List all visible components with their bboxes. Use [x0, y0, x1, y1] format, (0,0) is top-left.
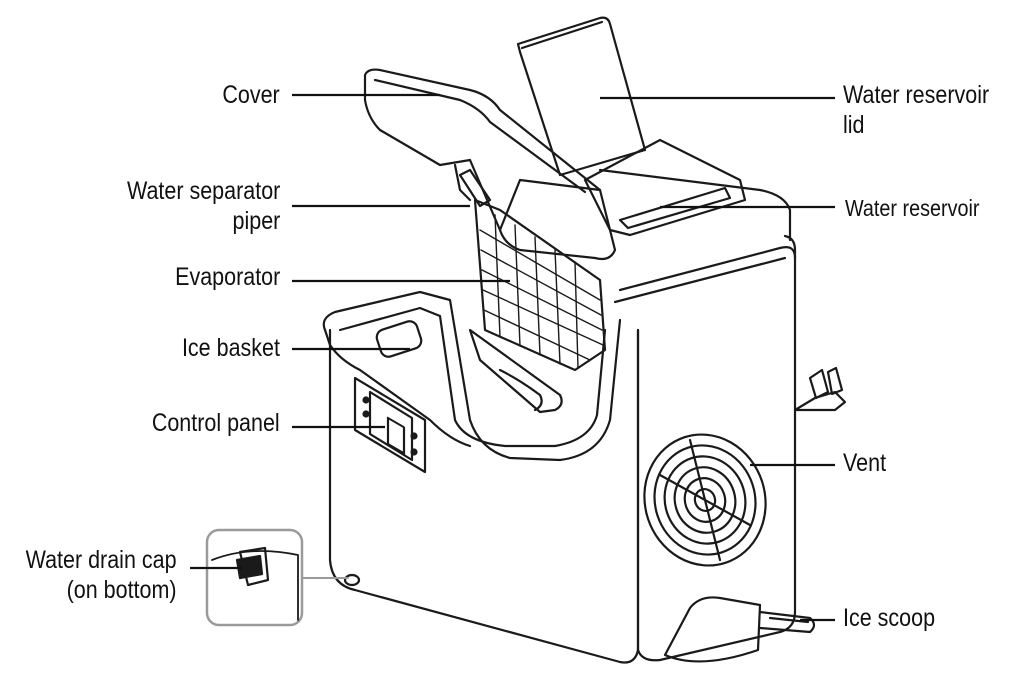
evaporator-frame: [473, 198, 607, 372]
power-plug: [793, 390, 847, 412]
label-vent: Vent: [843, 449, 887, 477]
reservoir-lid-shape: [516, 16, 647, 177]
drain-inset-frame: [205, 528, 304, 627]
body-side: [636, 234, 797, 662]
basket-rim: [322, 290, 622, 462]
reservoir-opening: [583, 138, 747, 237]
label-control-panel: Control panel: [152, 409, 280, 437]
vent-grille: [643, 433, 767, 567]
top-deck: [618, 246, 797, 292]
water-separator-pipe: [458, 168, 492, 208]
label-ice-basket: Ice basket: [182, 334, 280, 362]
label-evaporator: Evaporator: [174, 263, 280, 291]
label-water-reservoir: Water reservoir: [845, 195, 980, 221]
cover-shape: [363, 68, 617, 261]
label-ice-scoop: Ice scoop: [843, 604, 936, 632]
control-panel-shape: [353, 376, 427, 474]
label-water-drain-cap: Water drain cap (on bottom): [26, 546, 177, 604]
label-water-reservoir-lid: Water reservoir lid: [843, 81, 990, 139]
label-cover: Cover: [222, 81, 280, 109]
body-front: [328, 328, 640, 664]
label-water-separator-piper: Water separator piper: [126, 177, 280, 235]
ice-scoop-shape: [663, 596, 762, 663]
